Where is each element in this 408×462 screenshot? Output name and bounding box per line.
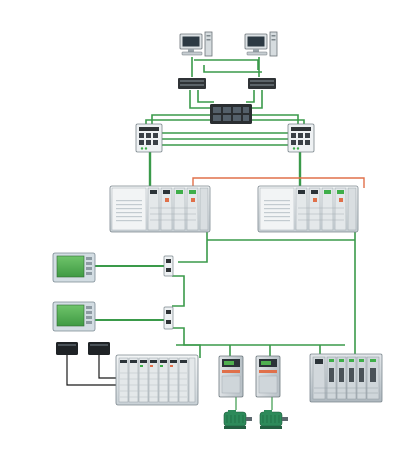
hmi-panel-upper-icon[interactable] [52, 252, 96, 283]
switch-center-icon[interactable] [210, 104, 252, 124]
hmi-panel-lower-icon[interactable] [52, 301, 96, 332]
switch-top-left-icon[interactable] [178, 78, 206, 89]
link-tap-chain [172, 275, 185, 307]
tap-lower-icon[interactable] [163, 306, 174, 330]
link-tap-chain-b [172, 327, 201, 358]
motor-right-icon[interactable] [259, 410, 288, 429]
link-controller-left-down [178, 232, 208, 263]
tap-upper-icon[interactable] [163, 255, 174, 277]
link-redundancy [192, 177, 365, 188]
drive-left-icon[interactable] [218, 355, 244, 398]
link-topsw-right-center [250, 90, 263, 109]
connection-lines [66, 57, 365, 410]
link-topsw-left-center [189, 90, 212, 109]
link-center-midleft [151, 114, 212, 126]
link-topsw-right-center-b [246, 90, 255, 103]
link-ws-cross-a [194, 59, 259, 70]
link-ws-cross-b [203, 65, 262, 73]
link-controller-right-down [345, 232, 356, 356]
controller-right-chassis[interactable] [257, 185, 359, 233]
motor-left-icon[interactable] [223, 410, 252, 429]
field-device-left-icon[interactable] [56, 342, 78, 355]
switch-middle-right-icon[interactable] [287, 123, 315, 153]
field-device-right-icon[interactable] [88, 342, 110, 355]
workstation-right-icon[interactable] [244, 31, 278, 57]
drive-right-icon[interactable] [255, 355, 281, 398]
switch-middle-left-icon[interactable] [135, 123, 163, 153]
link-center-midright [250, 114, 299, 126]
link-topsw-left-center-b [197, 90, 214, 103]
switch-top-right-icon[interactable] [248, 78, 276, 89]
io-chassis-rack[interactable] [115, 354, 199, 406]
link-field-device-right [98, 354, 118, 379]
workstation-left-icon[interactable] [179, 31, 213, 57]
distributed-io-rack[interactable] [309, 353, 383, 403]
controller-left-chassis[interactable] [109, 185, 211, 233]
link-field-device-left [66, 354, 118, 386]
